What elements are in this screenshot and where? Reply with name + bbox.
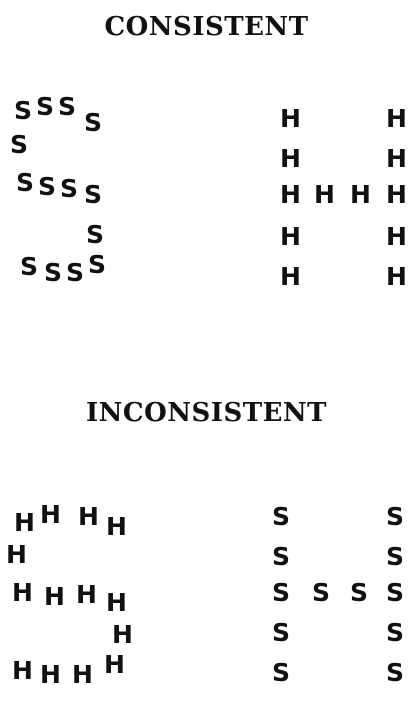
inconsistent-global-s-glyph-5: H bbox=[6, 540, 27, 569]
inconsistent-global-s-glyph-14: H bbox=[104, 650, 125, 679]
consistent-global-s-glyph-1: S bbox=[14, 96, 33, 125]
consistent-global-h-glyph-3: H bbox=[280, 144, 301, 173]
consistent-global-s-glyph-8: S bbox=[60, 174, 79, 203]
consistent-global-h-glyph-6: H bbox=[314, 180, 335, 209]
heading-inconsistent: INCONSISTENT bbox=[85, 398, 328, 428]
consistent-global-h-glyph-2: H bbox=[386, 104, 407, 133]
inconsistent-global-h-glyph-3: S bbox=[272, 542, 291, 571]
inconsistent-global-h-glyph-9: S bbox=[272, 618, 291, 647]
inconsistent-global-h-glyph-11: S bbox=[272, 658, 291, 687]
consistent-global-s-glyph-10: S bbox=[86, 220, 105, 249]
inconsistent-global-h-glyph-7: S bbox=[350, 578, 369, 607]
inconsistent-global-h-glyph-4: S bbox=[386, 542, 405, 571]
consistent-global-s-glyph-11: S bbox=[20, 252, 39, 281]
heading-consistent: CONSISTENT bbox=[104, 12, 309, 42]
consistent-global-h-glyph-12: H bbox=[386, 262, 407, 291]
inconsistent-global-h-glyph-2: S bbox=[386, 502, 405, 531]
consistent-global-s-glyph-7: S bbox=[38, 172, 57, 201]
consistent-global-s-glyph-14: S bbox=[88, 250, 107, 279]
consistent-global-s-glyph-6: S bbox=[16, 168, 35, 197]
inconsistent-global-s-glyph-2: H bbox=[40, 500, 61, 529]
inconsistent-global-s-glyph-13: H bbox=[72, 660, 93, 689]
consistent-global-h-glyph-1: H bbox=[280, 104, 301, 133]
consistent-global-s-glyph-9: S bbox=[84, 180, 103, 209]
consistent-global-s-glyph-12: S bbox=[44, 258, 63, 287]
inconsistent-global-s-glyph-4: H bbox=[106, 512, 127, 541]
consistent-global-s-glyph-2: S bbox=[36, 92, 55, 121]
inconsistent-global-h-glyph-12: S bbox=[386, 658, 405, 687]
consistent-global-h-glyph-9: H bbox=[280, 222, 301, 251]
consistent-global-h-glyph-10: H bbox=[386, 222, 407, 251]
consistent-global-s-glyph-13: S bbox=[66, 258, 85, 287]
consistent-global-h-glyph-7: H bbox=[350, 180, 371, 209]
consistent-global-h-glyph-5: H bbox=[280, 180, 301, 209]
inconsistent-global-s-glyph-9: H bbox=[106, 588, 127, 617]
inconsistent-global-s-glyph-10: H bbox=[112, 620, 133, 649]
consistent-global-s-glyph-4: S bbox=[84, 108, 103, 137]
inconsistent-global-s-glyph-6: H bbox=[12, 578, 33, 607]
inconsistent-global-h-glyph-1: S bbox=[272, 502, 291, 531]
inconsistent-global-s-glyph-12: H bbox=[40, 660, 61, 689]
consistent-global-s-glyph-5: S bbox=[10, 130, 29, 159]
inconsistent-global-s-glyph-7: H bbox=[44, 582, 65, 611]
consistent-global-s-glyph-3: S bbox=[58, 92, 77, 121]
consistent-global-h-glyph-4: H bbox=[386, 144, 407, 173]
inconsistent-global-h-glyph-10: S bbox=[386, 618, 405, 647]
inconsistent-global-s-glyph-8: H bbox=[76, 580, 97, 609]
inconsistent-global-h-glyph-5: S bbox=[272, 578, 291, 607]
inconsistent-global-h-glyph-6: S bbox=[312, 578, 331, 607]
inconsistent-global-h-glyph-8: S bbox=[386, 578, 405, 607]
inconsistent-global-s-glyph-1: H bbox=[14, 508, 35, 537]
inconsistent-global-s-glyph-11: H bbox=[12, 656, 33, 685]
inconsistent-global-s-glyph-3: H bbox=[78, 502, 99, 531]
consistent-global-h-glyph-8: H bbox=[386, 180, 407, 209]
consistent-global-h-glyph-11: H bbox=[280, 262, 301, 291]
